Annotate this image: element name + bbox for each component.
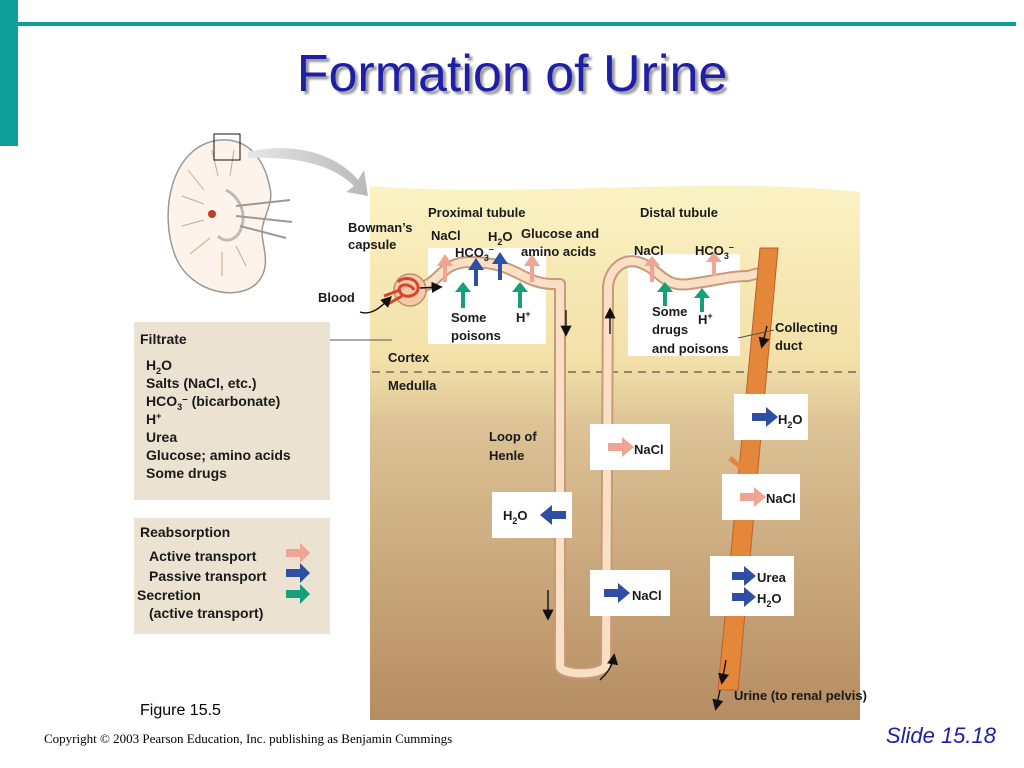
- medulla-transport-boxes: NaCl H2O NaCl H2O NaCl Urea H2O: [492, 394, 808, 616]
- glucose-label-2: amino acids: [521, 244, 596, 259]
- medulla-label: Medulla: [388, 378, 437, 393]
- svg-text:H+: H+: [146, 411, 161, 427]
- distal-nacl: NaCl: [634, 243, 664, 258]
- nacl-loop-lower: NaCl: [632, 588, 662, 603]
- flow-arrows: [359, 281, 770, 711]
- legend-secretion-label-2: (active transport): [149, 605, 263, 621]
- top-rule: [18, 22, 1016, 26]
- loop-label-1: Loop of: [489, 429, 537, 444]
- figure-label: Figure 15.5: [140, 702, 221, 719]
- proximal-nacl: NaCl: [431, 228, 461, 243]
- nacl-loop-upper: NaCl: [634, 442, 664, 457]
- svg-text:Some drugs: Some drugs: [146, 465, 227, 481]
- h2o-duct-upper: H2O: [778, 412, 803, 430]
- h2o-duct-lower: H2O: [757, 591, 782, 609]
- legend-heading: Reabsorption: [140, 524, 230, 540]
- collecting-duct-label-1: Collecting: [775, 320, 838, 335]
- copyright-notice: Copyright © 2003 Pearson Education, Inc.…: [44, 731, 453, 746]
- urine-label: Urine (to renal pelvis): [734, 688, 867, 703]
- proximal-h2o: H2O: [488, 229, 513, 247]
- distal-drugs-1: Some: [652, 304, 687, 319]
- blood-label: Blood: [318, 290, 355, 305]
- accent-bar: [0, 0, 18, 146]
- nephron-tubule: [412, 255, 776, 680]
- filtrate-box: Filtrate H2O Salts (NaCl, etc.) HCO3– (b…: [134, 322, 330, 500]
- collecting-duct-label-2: duct: [775, 338, 803, 353]
- legend-active-label: Active transport: [149, 548, 257, 564]
- distal-tubule-label: Distal tubule: [640, 205, 718, 220]
- slide-title: Formation of Urine: [296, 45, 728, 103]
- legend-secretion-arrow: [286, 584, 310, 604]
- urea-duct: Urea: [757, 570, 787, 585]
- h2o-loop: H2O: [503, 508, 528, 526]
- svg-text:HCO3– (bicarbonate): HCO3– (bicarbonate): [146, 393, 280, 412]
- filtrate-heading: Filtrate: [140, 331, 187, 347]
- legend-passive-arrow: [286, 563, 310, 583]
- bowmans-label-1: Bowman’s: [348, 220, 413, 235]
- legend-box: Reabsorption Active transport Passive tr…: [134, 518, 330, 634]
- legend-passive-label: Passive transport: [149, 568, 267, 584]
- proximal-poisons-1: Some: [451, 310, 486, 325]
- legend-active-arrow: [286, 543, 310, 563]
- svg-text:H2O: H2O: [146, 357, 172, 376]
- cortex-labels: Bowman’s capsule Blood Proximal tubule D…: [318, 205, 867, 703]
- cortex-label: Cortex: [388, 350, 430, 365]
- bowmans-label-2: capsule: [348, 237, 396, 252]
- cortex-transport-arrows: [437, 252, 722, 312]
- proximal-poisons-2: poisons: [451, 328, 501, 343]
- slide-number: Slide 15.18: [885, 723, 996, 748]
- distal-drugs-3: and poisons: [652, 341, 729, 356]
- proximal-hco3: HCO3–: [455, 244, 494, 263]
- distal-hco3: HCO3–: [695, 242, 734, 261]
- proximal-tubule-label: Proximal tubule: [428, 205, 526, 220]
- proximal-nacl-active-arrow: [437, 254, 453, 282]
- svg-text:Glucose; amino acids: Glucose; amino acids: [146, 447, 291, 463]
- distal-h-plus: H+: [698, 311, 713, 327]
- distal-drugs-2: drugs: [652, 322, 688, 337]
- kidney-illustration: [167, 133, 368, 294]
- loop-label-2: Henle: [489, 448, 524, 463]
- glucose-label-1: Glucose and: [521, 226, 599, 241]
- proximal-h-plus: H+: [516, 309, 531, 325]
- nacl-duct: NaCl: [766, 491, 796, 506]
- zoom-arrow: [248, 148, 368, 196]
- svg-text:Urea: Urea: [146, 429, 177, 445]
- svg-text:Salts (NaCl, etc.): Salts (NaCl, etc.): [146, 375, 256, 391]
- legend-secretion-label-1: Secretion: [137, 587, 201, 603]
